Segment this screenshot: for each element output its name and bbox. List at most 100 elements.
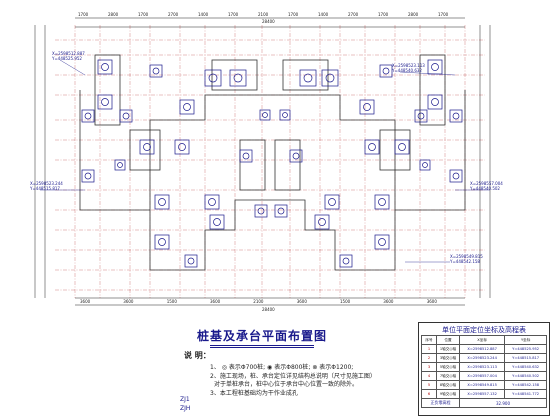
pile-circle: [452, 172, 460, 180]
bottom-dimension-text: 1500: [167, 299, 178, 304]
pile-cap: [419, 159, 431, 171]
pile-cap: [299, 69, 317, 87]
pile-cap: [179, 99, 195, 115]
bottom-dimension-text: 3600: [297, 299, 308, 304]
coordinate-table: 单位平面定位坐标及高程表 序号 位置 X坐标 Y坐标 1 1轴交◎轴 X=259…: [418, 322, 550, 416]
drawing-title: 桩基及承台平面布置图: [196, 329, 327, 343]
top-dimension-text: 1700: [438, 12, 449, 17]
pile-cap: [229, 69, 247, 87]
pile-cap: [314, 214, 330, 230]
pile-cap: [324, 194, 340, 210]
pile-circle: [117, 162, 123, 168]
pile-cap: [139, 139, 155, 155]
note-1-number: 1、: [210, 364, 220, 371]
pile-cap: [394, 139, 410, 155]
top-dimension-text: 1400: [198, 12, 209, 17]
pile-circle: [417, 112, 425, 120]
pile-cap: [81, 109, 95, 123]
row-position: 1轴交◎轴: [436, 344, 460, 354]
row-position: 5轴交◎轴: [436, 362, 460, 372]
pile-cap: [114, 159, 126, 171]
bottom-dimension-text: 3600: [210, 299, 221, 304]
bottom-dimension-text: 3600: [383, 299, 394, 304]
pile-cap: [239, 149, 253, 163]
pile-cap: [379, 64, 393, 78]
coordinate-x-label: X=2598523.244: [30, 181, 63, 186]
pile-cap: [289, 149, 303, 163]
pile-circle: [325, 73, 335, 83]
left-dimension-line: [34, 25, 46, 298]
pile-cap: [364, 139, 380, 155]
pile-caps: [81, 59, 463, 268]
top-total-dimension: 28400: [262, 19, 275, 24]
note-line-2: 2、施工现场，桩、承台定位详见结构总说明（尺寸见施工图）: [210, 373, 376, 380]
table-row: 3 5轴交◎轴 X=2598523.113 Y=448540.632: [421, 362, 547, 372]
note-1-pile-800: 表示Φ800桩;: [274, 364, 311, 371]
pile-700-symbol: ◎: [221, 364, 227, 371]
row-position: 3轴交◎轴: [436, 353, 460, 363]
top-dimension-text: 2100: [258, 12, 269, 17]
pile-circle: [187, 257, 195, 265]
row-y: Y=448540.502: [504, 371, 547, 381]
pile-circle: [328, 198, 336, 206]
pile-circle: [208, 73, 218, 83]
pile-cap: [204, 194, 220, 210]
pile-circle: [342, 257, 350, 265]
pile-cap: [154, 194, 170, 210]
pile-circle: [233, 73, 243, 83]
pile-circle: [378, 198, 386, 206]
pile-circle: [292, 152, 300, 160]
footer-value: 32.900: [459, 398, 547, 408]
pile-circle: [303, 73, 313, 83]
footer-label: 正负零高程: [421, 398, 460, 408]
coordinate-y-label: Y=448525.952: [51, 56, 82, 61]
title-underline-thin: [210, 347, 314, 348]
pile-circle: [101, 63, 109, 71]
table-header: 序号: [421, 335, 437, 345]
row-x: X=2598512.887: [458, 344, 506, 354]
pile-cap: [374, 194, 390, 210]
right-dimension-line: [479, 25, 491, 298]
pile-cap: [359, 99, 375, 115]
pile-circle: [452, 112, 460, 120]
row-y: Y=448525.952: [504, 344, 547, 354]
table-row: 6 9轴交◎轴 X=2598557.132 Y=448541.772: [421, 389, 547, 399]
pile-cap: [204, 69, 222, 87]
row-number: 6: [421, 389, 437, 399]
coordinate-y-label: Y=448542.158: [449, 259, 480, 264]
coordinate-y-label: Y=448540.502: [469, 186, 500, 191]
pile-circle: [363, 103, 371, 111]
pile-cap: [449, 169, 463, 183]
table-header: 位置: [436, 335, 460, 345]
row-x: X=2598523.113: [458, 362, 506, 372]
pile-circle: [143, 143, 151, 151]
table-row: 4 7轴交◎轴 X=2598557.004 Y=448540.502: [421, 371, 547, 381]
pile-circle: [84, 112, 92, 120]
pile-circle: [282, 112, 288, 118]
pile-cap: [154, 234, 170, 250]
row-position: 8轴交◎轴: [436, 380, 460, 390]
row-number: 3: [421, 362, 437, 372]
note-1-pile-1200: 表示Φ1200;: [319, 364, 354, 371]
table-row: 2 3轴交◎轴 X=2598523.244 Y=448515.817: [421, 353, 547, 363]
note-1-pile-700: 表示Φ700桩;: [228, 364, 266, 371]
pile-cap: [274, 204, 288, 218]
bottom-dimension-line: [75, 297, 465, 306]
title-underline: [210, 345, 314, 346]
zjh-label: ZJH: [180, 405, 191, 412]
coordinate-leaders: [40, 59, 490, 263]
pile-circle: [262, 112, 268, 118]
pile-cap: [97, 94, 113, 110]
top-dimension-text: 1700: [378, 12, 389, 17]
pile-cap: [184, 254, 198, 268]
pile-cap: [259, 109, 271, 121]
pile-circle: [368, 143, 376, 151]
pile-800-symbol: ◉: [267, 364, 273, 371]
bottom-dimension-text: 3600: [427, 299, 438, 304]
top-dimension-text: 2800: [408, 12, 419, 17]
table-header-row: 序号 位置 X坐标 Y坐标: [421, 335, 547, 345]
pile-circle: [382, 67, 390, 75]
top-dimension-text: 1400: [318, 12, 329, 17]
